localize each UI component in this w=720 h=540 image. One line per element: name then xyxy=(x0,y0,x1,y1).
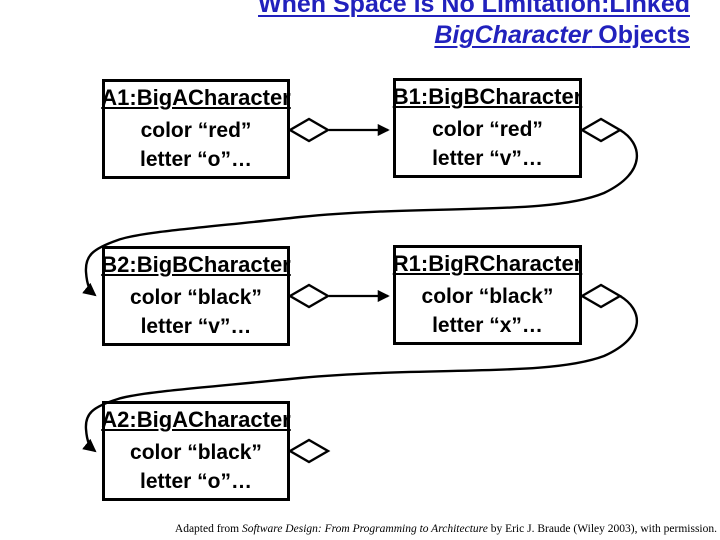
slide-title: When Space is No Limitation:Linked BigCh… xyxy=(0,0,690,51)
attr-letter: letter “v”… xyxy=(432,147,543,170)
object-box-a2: A2:BigACharacter color “black” letter “o… xyxy=(101,401,291,501)
object-box-r1: R1:BigRCharacter color “black” letter “x… xyxy=(393,245,582,345)
object-attrs-r1: color “black” letter “x”… xyxy=(396,282,579,340)
object-attrs-a2: color “black” letter “o”… xyxy=(105,438,287,496)
object-box-b2: B2:BigBCharacter color “black” letter “v… xyxy=(101,246,291,346)
aggregation-diamond-b1 xyxy=(579,117,623,143)
attr-color: color “black” xyxy=(130,441,262,464)
object-attrs-a1: color “red” letter “o”… xyxy=(105,116,287,174)
attr-letter: letter “o”… xyxy=(139,148,252,171)
attr-letter: letter “v”… xyxy=(140,315,252,338)
citation-prefix: Adapted from xyxy=(174,523,242,535)
object-name-b1: B1:BigBCharacter xyxy=(392,84,583,109)
slide-title-line2-italic: BigCharacter xyxy=(434,21,592,49)
aggregation-diamond-r1 xyxy=(579,283,623,309)
attr-color: color “black” xyxy=(130,286,262,309)
object-name-a1: A1:BigACharacter xyxy=(101,85,291,110)
object-box-b1: B1:BigBCharacter color “red” letter “v”… xyxy=(393,78,582,178)
attr-letter: letter “x”… xyxy=(432,314,543,337)
object-name-r1: R1:BigRCharacter xyxy=(392,251,583,276)
citation-suffix: by Eric J. Braude (Wiley 2003), with per… xyxy=(487,523,717,535)
object-name-a2: A2:BigACharacter xyxy=(101,407,291,432)
object-attrs-b1: color “red” letter “v”… xyxy=(396,115,579,173)
attr-color: color “black” xyxy=(421,285,554,308)
slide-title-line2-rest: Objects xyxy=(591,21,690,49)
object-box-a1: A1:BigACharacter color “red” letter “o”… xyxy=(101,79,291,179)
object-name-b2: B2:BigBCharacter xyxy=(101,252,291,277)
citation: Adapted from Software Design: From Progr… xyxy=(175,523,717,535)
slide-title-line2: BigCharacter Objects xyxy=(0,20,690,51)
attr-color: color “red” xyxy=(432,118,543,141)
citation-source: Software Design: From Programming to Arc… xyxy=(241,523,488,535)
aggregation-diamond-b2 xyxy=(287,283,331,309)
object-attrs-b2: color “black” letter “v”… xyxy=(105,283,287,341)
attr-color: color “red” xyxy=(140,119,252,142)
aggregation-diamond-a2 xyxy=(287,438,331,464)
aggregation-diamond-a1 xyxy=(287,117,331,143)
attr-letter: letter “o”… xyxy=(139,470,252,493)
slide-title-line1: When Space is No Limitation:Linked xyxy=(258,0,690,18)
